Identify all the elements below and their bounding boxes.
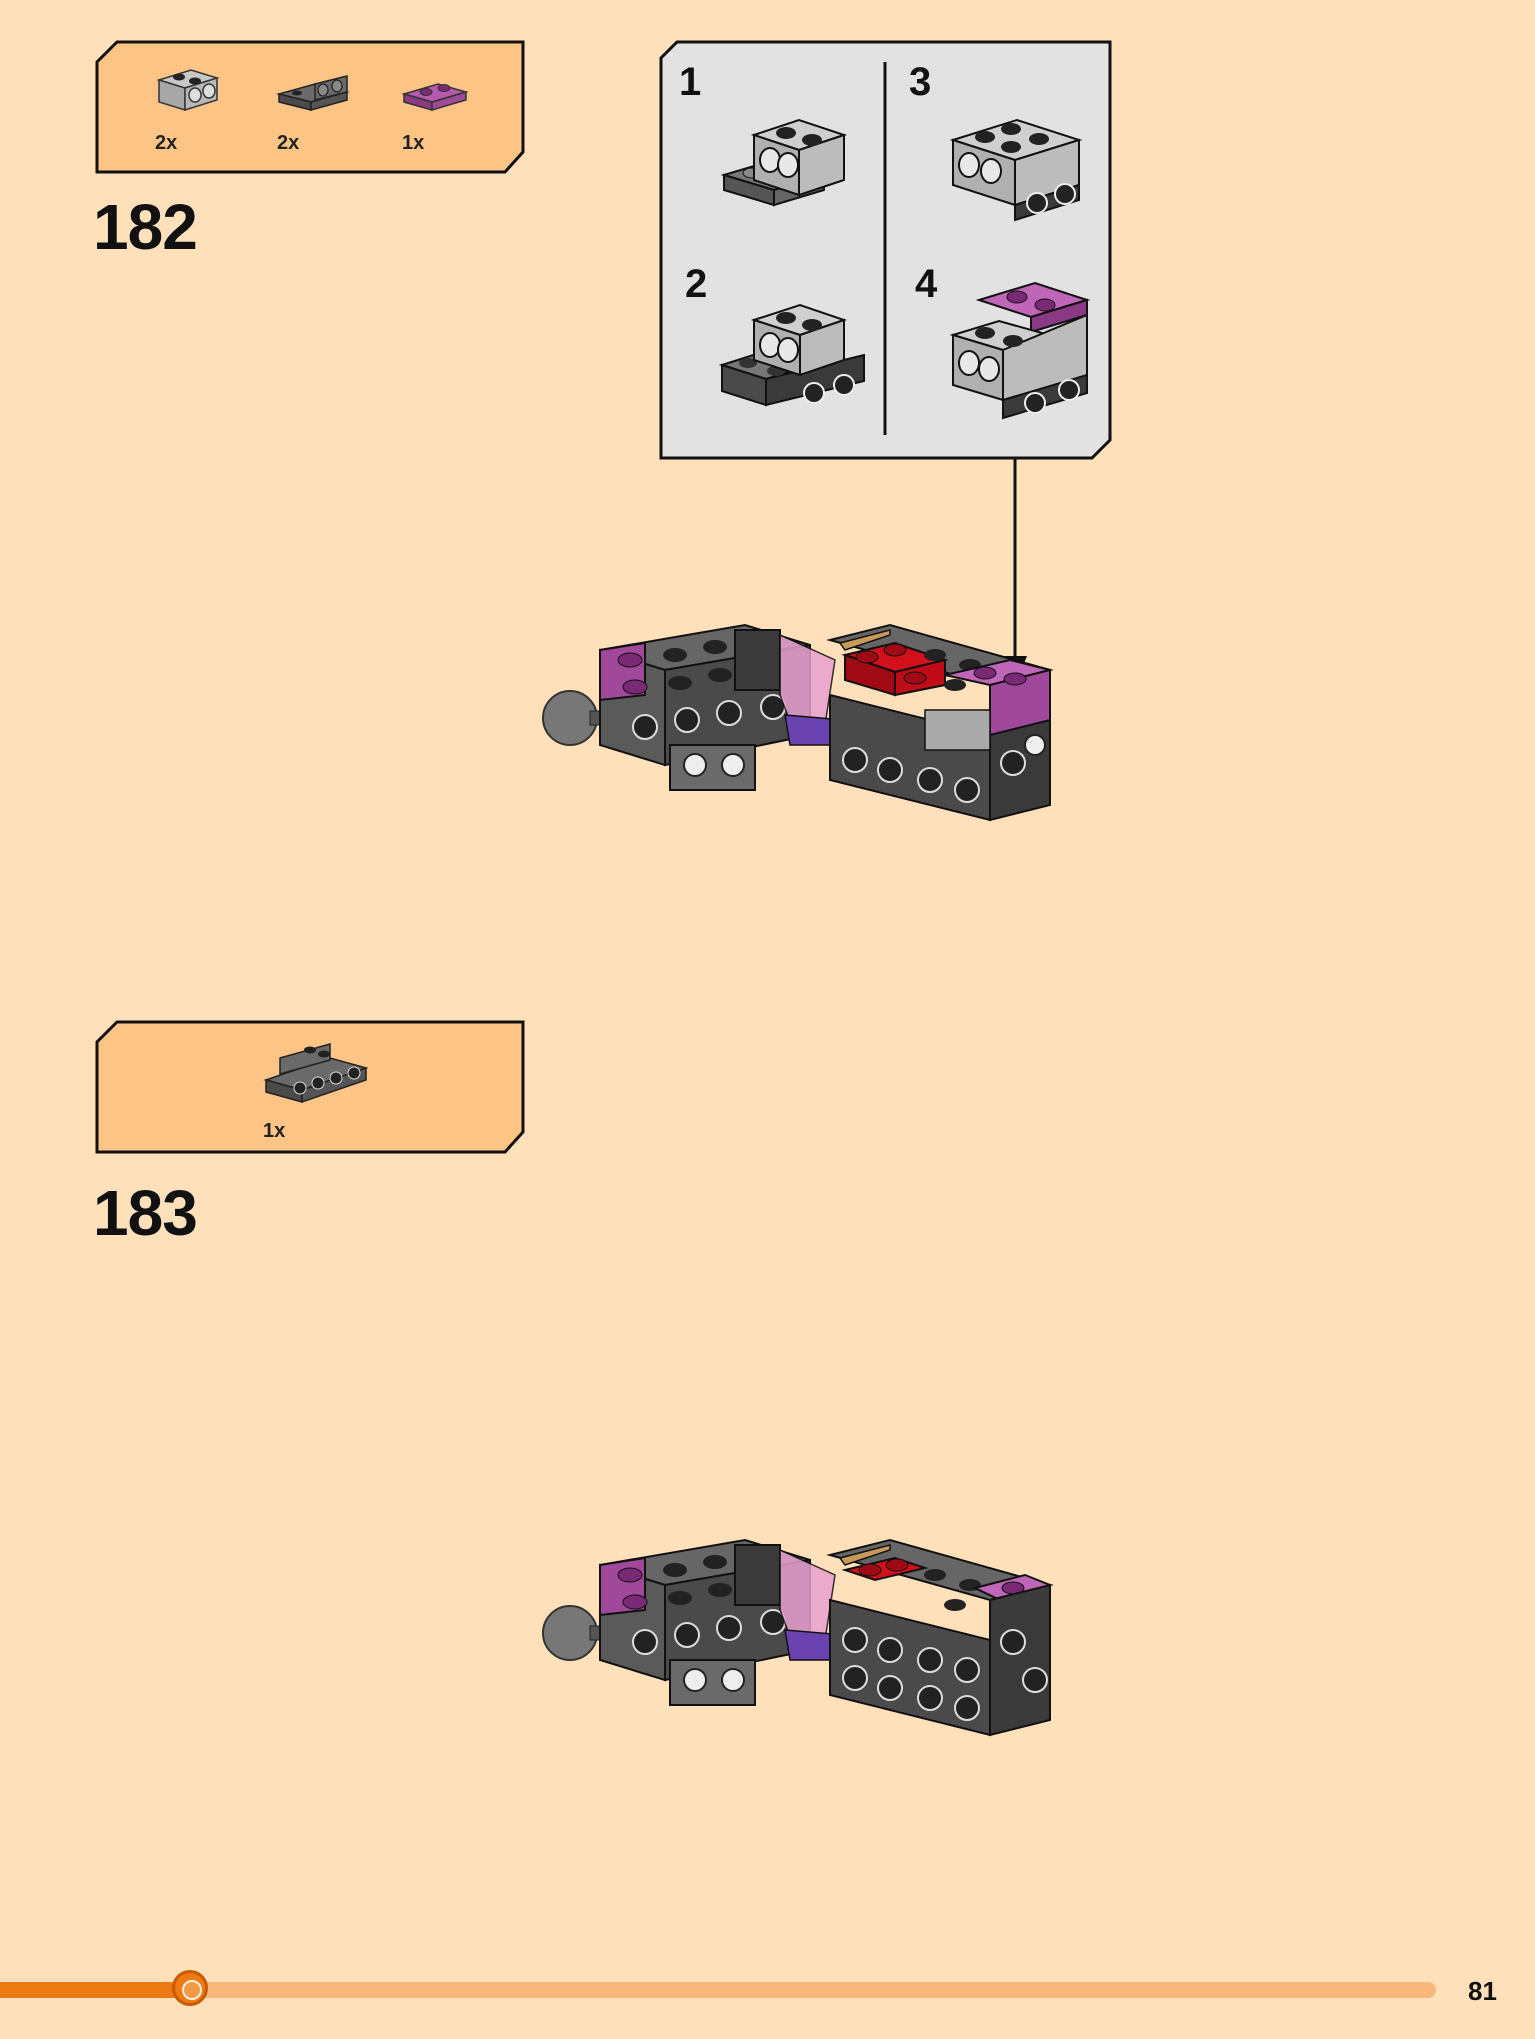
magenta-plate-icon <box>401 83 469 112</box>
dark-gray-bracket-plate-icon <box>263 1043 369 1104</box>
sub-step-number: 1 <box>679 60 702 104</box>
dark-gray-bracket-icon <box>276 75 350 111</box>
sub-step-number: 2 <box>685 262 708 306</box>
model-assembly-step-183 <box>542 1538 1054 1737</box>
sub-assembly-4-icon <box>949 281 1091 420</box>
sub-assembly-2-icon <box>718 303 865 407</box>
sub-assembly-1-icon <box>720 118 848 207</box>
model-assembly-step-182 <box>542 623 1054 822</box>
progress-fill <box>0 1982 182 1998</box>
sub-step-number: 4 <box>915 262 938 306</box>
light-gray-brick-icon <box>156 69 220 112</box>
part-qty: 2x <box>277 132 300 154</box>
progress-track <box>0 1970 1436 2006</box>
part-qty: 1x <box>402 132 425 154</box>
page-number: 81 <box>1468 1976 1497 2006</box>
step-number: 183 <box>93 1177 198 1249</box>
parts-box-step-183: 1x <box>95 1020 525 1154</box>
parts-box-step-182: 2x 2x 1x <box>95 40 525 174</box>
sub-step-number: 3 <box>909 60 932 104</box>
progress-knob <box>172 1970 208 2006</box>
sub-assembly-3-icon <box>949 118 1083 222</box>
part-qty: 1x <box>263 1120 286 1142</box>
step-number: 182 <box>93 191 198 263</box>
sub-assembly-callout: 1 2 3 4 <box>659 40 1112 460</box>
part-qty: 2x <box>155 132 178 154</box>
